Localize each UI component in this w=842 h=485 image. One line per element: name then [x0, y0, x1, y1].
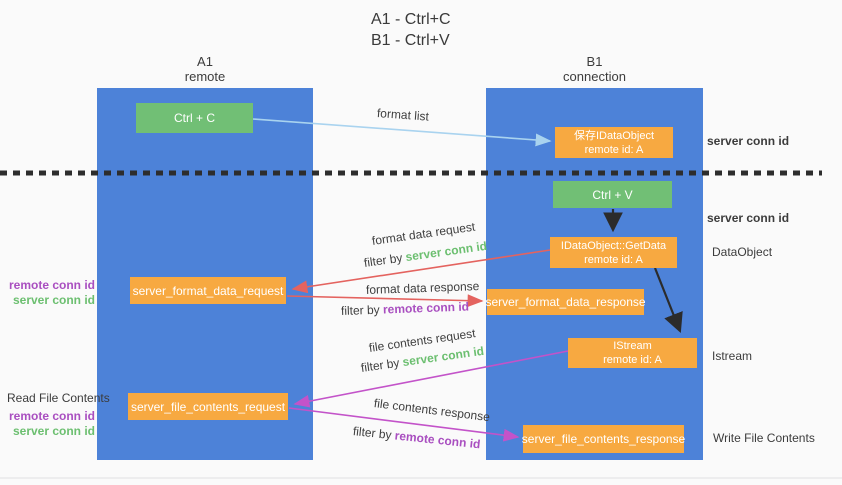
server-conn-id-text: server conn id — [404, 238, 488, 265]
edge-label-format-list: format list — [376, 106, 430, 124]
read-file-contents-label: Read File Contents — [7, 391, 110, 405]
node-server-format-data-response-label: server_format_data_response — [485, 295, 646, 309]
lane-b1-subtitle: connection — [563, 69, 626, 84]
write-file-contents-label: Write File Contents — [713, 431, 815, 445]
remote-conn-id-label: remote conn id — [8, 278, 95, 292]
edge-label-filter-file-response: filter by remote conn id — [352, 424, 481, 451]
lane-b1-title: B1 — [586, 54, 603, 69]
left-conn-id-group-bottom: remote conn id server conn id — [9, 409, 95, 439]
diagram-title: A1 - Ctrl+C B1 - Ctrl+V — [371, 9, 451, 51]
node-save-idataobject-line2: remote id: A — [584, 143, 644, 156]
left-conn-id-group-top: remote conn id server conn id — [9, 278, 95, 308]
node-getdata-line2: remote id: A — [584, 253, 643, 266]
bottom-divider — [0, 477, 842, 479]
edge-label-file-contents-response: file contents response — [373, 396, 491, 425]
remote-conn-id-text: remote conn id — [382, 299, 470, 317]
node-istream-line1: IStream — [613, 340, 652, 352]
remote-conn-id-label: remote conn id — [8, 409, 95, 423]
filter-by-text: filter by — [352, 424, 393, 443]
node-save-idataobject-line1: 保存IDataObject — [573, 129, 655, 142]
node-istream: IStream remote id: A — [568, 338, 697, 368]
server-conn-id-label: server conn id — [12, 424, 95, 438]
title-line-b1: B1 - Ctrl+V — [371, 32, 450, 49]
server-conn-id-label-top: server conn id — [707, 134, 790, 148]
title-line-a1: A1 - Ctrl+C — [371, 11, 451, 28]
node-ctrl-c: Ctrl + C — [136, 103, 253, 133]
dataobject-label: DataObject — [712, 245, 773, 259]
node-ctrl-v: Ctrl + V — [553, 181, 672, 208]
filter-by-text: filter by — [363, 250, 404, 270]
lane-a1-title: A1 — [197, 54, 213, 69]
node-save-idataobject: 保存IDataObject remote id: A — [555, 127, 673, 158]
lane-header-a1: A1 remote — [97, 54, 313, 84]
filter-by-text: filter by — [340, 302, 380, 318]
node-server-file-contents-request-label: server_file_contents_request — [130, 399, 286, 414]
server-conn-id-label: server conn id — [12, 293, 95, 307]
istream-label: Istream — [712, 349, 753, 363]
lane-header-b1: B1 connection — [486, 54, 703, 84]
node-server-format-data-request: server_format_data_request — [130, 277, 286, 304]
remote-conn-id-text: remote conn id — [394, 428, 482, 452]
server-conn-id-label-mid: server conn id — [707, 211, 790, 225]
node-server-file-contents-request: server_file_contents_request — [128, 393, 288, 420]
filter-by-text: filter by — [360, 355, 401, 375]
node-ctrl-v-label: Ctrl + V — [592, 187, 633, 202]
node-server-format-data-response: server_format_data_response — [485, 289, 646, 315]
lane-a1-subtitle: remote — [184, 69, 226, 84]
node-idataobject-getdata: IDataObject::GetData remote id: A — [550, 237, 677, 268]
node-ctrl-c-label: Ctrl + C — [173, 111, 215, 125]
node-getdata-line1: IDataObject::GetData — [560, 239, 667, 252]
node-server-file-contents-response: server_file_contents_response — [521, 425, 686, 453]
edge-label-filter-format-response: filter by remote conn id — [341, 300, 469, 318]
node-server-file-contents-response-label: server_file_contents_response — [521, 432, 686, 446]
node-server-format-data-request-label: server_format_data_request — [132, 283, 284, 298]
node-istream-line2: remote id: A — [603, 354, 662, 366]
edge-label-format-data-response: format data response — [365, 279, 480, 297]
